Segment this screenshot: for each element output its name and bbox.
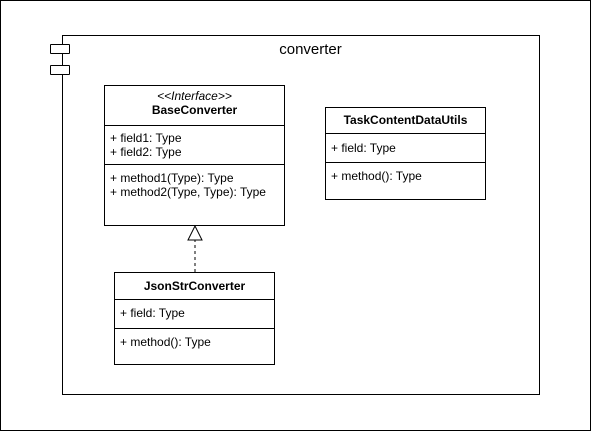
class-name: JsonStrConverter (143, 279, 246, 293)
class-name: TaskContentDataUtils (343, 113, 468, 127)
class-method: + method(): Type (120, 335, 211, 349)
class-fields: + field1: Type + field2: Type (105, 126, 284, 164)
class-header: <<Interface>> BaseConverter (105, 86, 284, 126)
class-divider (326, 162, 485, 163)
class-methods: + method(): Type (326, 163, 485, 183)
component-title: converter (279, 41, 342, 58)
class-json-str-converter[interactable]: JsonStrConverter + field: Type + method(… (114, 272, 275, 365)
class-task-content-data-utils[interactable]: TaskContentDataUtils + field: Type + met… (325, 107, 486, 200)
class-method: + method1(Type): Type (110, 171, 234, 185)
class-fields: + field: Type (326, 134, 485, 162)
class-method: + method2(Type, Type): Type (110, 185, 266, 199)
class-field: + field2: Type (110, 145, 182, 159)
class-field: + field1: Type (110, 131, 182, 145)
class-header: TaskContentDataUtils (326, 108, 485, 134)
class-methods: + method(): Type (115, 329, 274, 349)
class-base-converter[interactable]: <<Interface>> BaseConverter + field1: Ty… (104, 85, 285, 226)
component-tab-top (50, 44, 70, 54)
class-fields: + field: Type (115, 300, 274, 328)
class-method: + method(): Type (331, 169, 422, 183)
class-stereotype: <<Interface>> (157, 89, 232, 103)
class-header: JsonStrConverter (115, 273, 274, 300)
class-divider (105, 164, 284, 165)
class-methods: + method1(Type): Type + method2(Type, Ty… (105, 165, 284, 199)
class-name: BaseConverter (151, 103, 238, 117)
class-divider (115, 328, 274, 329)
class-field: + field: Type (120, 306, 185, 320)
class-field: + field: Type (331, 141, 396, 155)
component-tab-bottom (50, 65, 70, 75)
